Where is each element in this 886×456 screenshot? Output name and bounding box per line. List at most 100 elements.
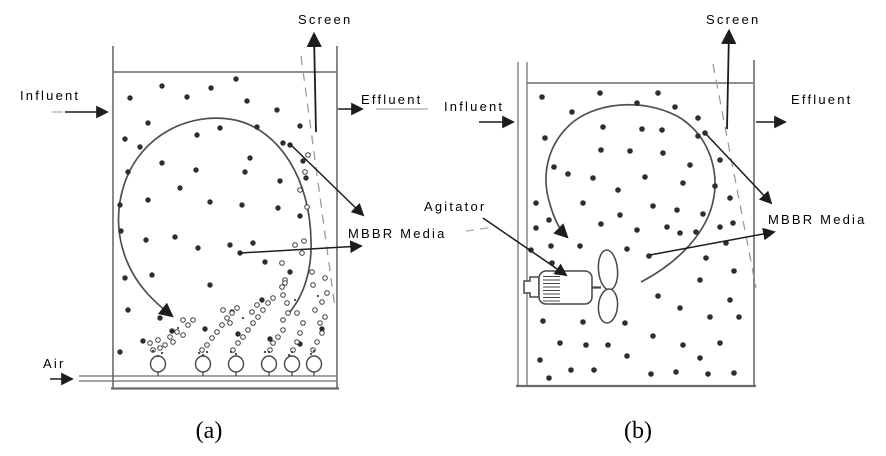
- air-bubble: [230, 347, 236, 353]
- media-dot: [319, 326, 325, 332]
- air-bubble: [162, 342, 168, 348]
- air-bubble: [219, 322, 225, 328]
- media-dot: [600, 124, 606, 130]
- media-dot: [217, 125, 223, 131]
- air-bubble: [270, 340, 276, 346]
- circulation-arrow-a: [117, 117, 312, 318]
- label-effluent-a: Effluent: [361, 92, 422, 107]
- air-bubble: [180, 332, 186, 338]
- media-dot: [193, 167, 199, 173]
- air-bubble-tiny: [151, 349, 155, 353]
- media-dot: [717, 340, 723, 346]
- media-dot: [194, 132, 200, 138]
- media-dot: [583, 342, 589, 348]
- media-dot: [145, 120, 151, 126]
- air-diffuser: [194, 355, 212, 373]
- media-dot: [695, 115, 701, 121]
- air-bubble: [155, 337, 161, 343]
- media-dot: [693, 229, 699, 235]
- media-dot: [207, 282, 213, 288]
- media-dot: [157, 315, 163, 321]
- air-bubble: [227, 320, 233, 326]
- media-dot: [280, 140, 286, 146]
- media-dot: [660, 150, 666, 156]
- screen-mesh-a: [300, 55, 336, 309]
- air-bubble: [214, 329, 220, 335]
- media-dot: [122, 136, 128, 142]
- media-dot: [250, 240, 256, 246]
- air-bubble-tiny: [156, 354, 160, 358]
- agitator-leader-arrow: [482, 217, 568, 277]
- air-bubble: [220, 307, 226, 313]
- media-dot: [624, 353, 630, 359]
- panel-a: Influent Effluent Screen MBBR Media Air …: [20, 12, 489, 444]
- media-dot: [642, 174, 648, 180]
- media-dot: [615, 187, 621, 193]
- label-influent-a: Influent: [20, 88, 80, 103]
- air-bubble-tiny: [263, 350, 267, 354]
- media-dot: [650, 203, 656, 209]
- screen-arrow-b: [721, 28, 737, 130]
- media-dot: [137, 144, 143, 150]
- media-leader-2-a: [239, 240, 363, 254]
- air-bubble: [280, 317, 286, 323]
- screen-mesh-b: [712, 63, 757, 289]
- media-dot: [580, 200, 586, 206]
- media-dot: [634, 227, 640, 233]
- media-dot: [687, 162, 693, 168]
- media-dot: [591, 367, 597, 373]
- air-bubble: [245, 327, 251, 333]
- media-dot: [677, 305, 683, 311]
- media-dot: [208, 85, 214, 91]
- media-dot: [118, 228, 124, 234]
- air-bubble: [249, 309, 255, 315]
- label-agitator: Agitator: [424, 199, 486, 214]
- air-bubble-tiny: [309, 352, 313, 356]
- media-dot: [624, 246, 630, 252]
- media-dot: [590, 175, 596, 181]
- media-dot: [646, 253, 652, 259]
- air-bubble: [314, 339, 320, 345]
- media-dot: [622, 320, 628, 326]
- air-bubble: [310, 282, 316, 288]
- air-bubble: [157, 345, 163, 351]
- air-bubble: [199, 347, 205, 353]
- media-dot: [235, 331, 241, 337]
- media-dots-b: [528, 90, 742, 381]
- caption-b: (b): [624, 418, 652, 444]
- media-dot: [627, 148, 633, 154]
- media-dot: [580, 319, 586, 325]
- media-dot: [650, 333, 656, 339]
- media-dot: [149, 272, 155, 278]
- media-dot: [548, 243, 554, 249]
- propeller-blade-bottom: [597, 288, 619, 324]
- caption-a: (a): [196, 418, 223, 444]
- media-dot: [617, 212, 623, 218]
- air-bubble: [322, 275, 328, 281]
- media-dot: [648, 371, 654, 377]
- air-bubble-tiny: [241, 316, 245, 320]
- media-dot: [140, 338, 146, 344]
- media-dot: [707, 314, 713, 320]
- media-dot: [297, 213, 303, 219]
- label-media-b: MBBR Media: [768, 212, 867, 227]
- air-bubble-tiny: [197, 351, 201, 355]
- media-dot: [542, 135, 548, 141]
- media-dot: [159, 160, 165, 166]
- media-dot: [546, 217, 552, 223]
- air-bubble-tiny: [234, 352, 238, 356]
- media-dot: [539, 94, 545, 100]
- media-dot: [680, 342, 686, 348]
- air-bubble: [275, 334, 281, 340]
- air-bubble: [304, 204, 310, 210]
- label-screen-a: Screen: [298, 12, 352, 27]
- air-bubble: [317, 320, 323, 326]
- air-bubble: [190, 317, 196, 323]
- media-dot: [659, 127, 665, 133]
- media-dot: [540, 318, 546, 324]
- media-dot: [598, 147, 604, 153]
- media-dot: [717, 157, 723, 163]
- media-dot: [127, 95, 133, 101]
- air-bubble-tiny: [160, 351, 164, 355]
- air-bubble: [279, 260, 285, 266]
